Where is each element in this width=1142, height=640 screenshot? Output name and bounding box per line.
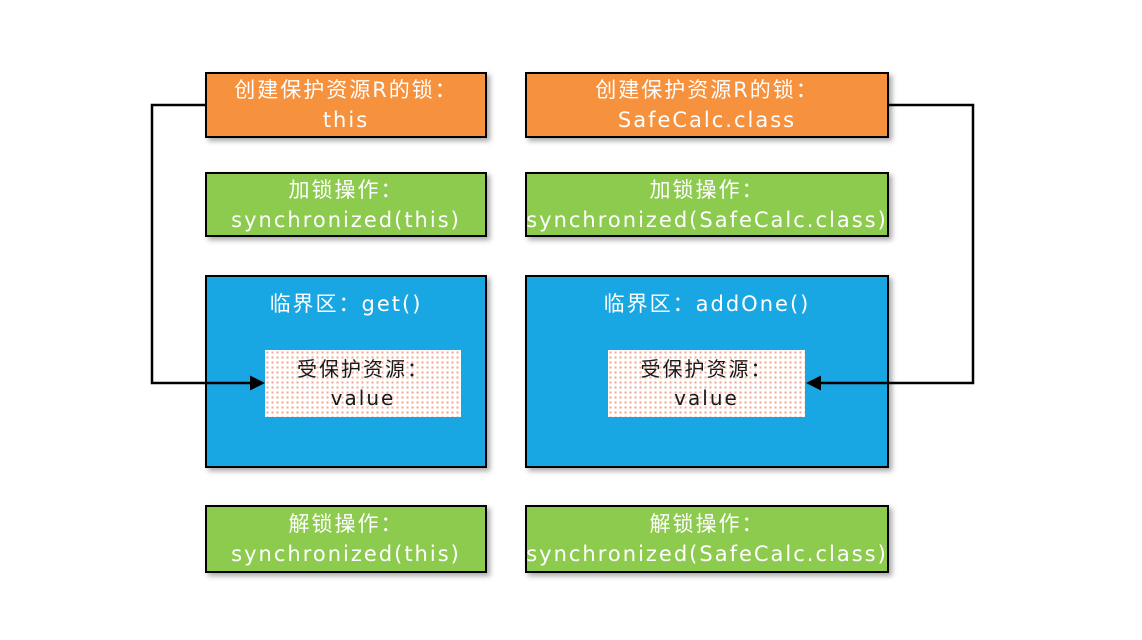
lock-creation-label: 创建保护资源R的锁： [595, 78, 819, 102]
unlock-operation-label: 解锁操作： [288, 512, 404, 536]
lock-creation-label: 创建保护资源R的锁： [234, 78, 458, 102]
lock-creation-box-class: 创建保护资源R的锁： SafeCalc.class [525, 72, 889, 138]
critical-section-title: 临界区：addOne() [603, 292, 811, 316]
unlock-operation-label: 解锁操作： [649, 512, 765, 536]
unlock-operation-code: synchronized(this) [231, 542, 461, 566]
lock-operation-code: synchronized(SafeCalc.class) [526, 207, 888, 232]
lock-creation-value: SafeCalc.class [617, 108, 797, 132]
lock-operation-code: synchronized(this) [231, 207, 461, 232]
lock-operation-box-this: 加锁操作： synchronized(this) [205, 172, 487, 237]
protected-resource-box-right: 受保护资源： value [608, 350, 805, 417]
protected-resource-box-left: 受保护资源： value [265, 350, 461, 417]
protected-resource-value: value [330, 385, 396, 410]
unlock-operation-box-this: 解锁操作： synchronized(this) [205, 505, 487, 573]
unlock-operation-code: synchronized(SafeCalc.class) [526, 542, 888, 566]
critical-section-title: 临界区：get() [269, 292, 423, 316]
lock-creation-value: this [322, 108, 370, 132]
lock-operation-label: 加锁操作： [288, 177, 404, 202]
lock-operation-label: 加锁操作： [649, 177, 765, 202]
protected-resource-label: 受保护资源： [640, 356, 773, 381]
lock-creation-box-this: 创建保护资源R的锁： this [205, 72, 487, 138]
protected-resource-label: 受保护资源： [297, 356, 429, 381]
lock-operation-box-class: 加锁操作： synchronized(SafeCalc.class) [525, 172, 889, 237]
unlock-operation-box-class: 解锁操作： synchronized(SafeCalc.class) [525, 505, 889, 573]
protected-resource-value: value [674, 385, 739, 410]
